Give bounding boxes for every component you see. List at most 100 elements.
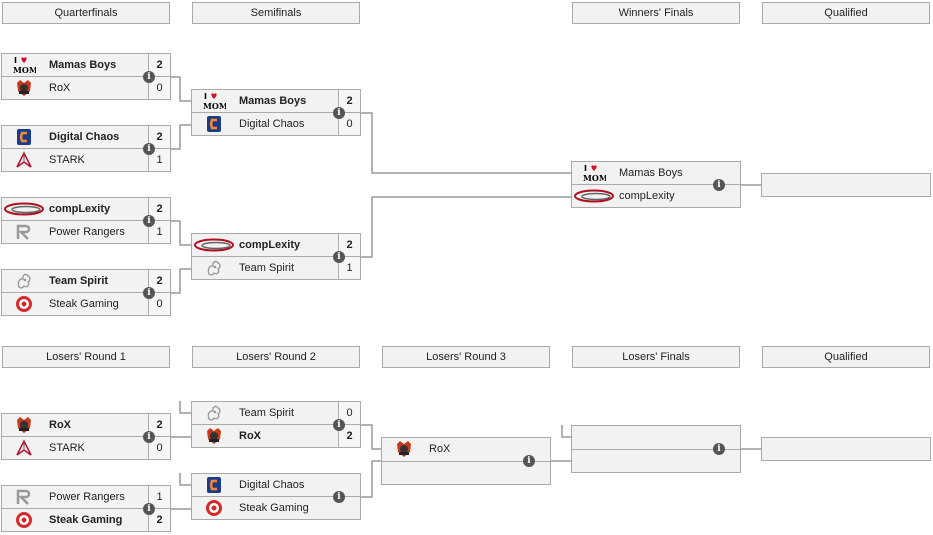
match-info-icon[interactable]: i: [143, 431, 155, 443]
svg-text:MOM: MOM: [203, 101, 226, 111]
digital-chaos-logo-icon: [194, 476, 234, 494]
match-info-icon[interactable]: i: [143, 287, 155, 299]
header-qualified-upper: Qualified: [762, 2, 930, 24]
team-score: 2: [148, 509, 170, 531]
team-slot[interactable]: Digital Chaos 2: [1, 125, 171, 149]
match-sf2: compLexity 2 Team Spirit 1: [191, 233, 361, 280]
team-spirit-logo-icon: [194, 259, 234, 277]
team-name: Digital Chaos: [49, 131, 120, 143]
match-lr1b: Power Rangers 1 Steak Gaming 2: [1, 485, 171, 532]
rox-logo-icon: [4, 416, 44, 434]
team-score: 2: [148, 198, 170, 220]
svg-text:I: I: [584, 164, 587, 173]
team-name: compLexity: [49, 203, 111, 215]
header-losers-finals: Losers' Finals: [572, 346, 740, 368]
team-slot[interactable]: Digital Chaos 0: [191, 112, 361, 136]
team-slot[interactable]: Steak Gaming: [191, 496, 361, 520]
team-slot[interactable]: STARK 0: [1, 436, 171, 460]
steak-gaming-logo-icon: [194, 499, 234, 517]
team-slot[interactable]: compLexity 2: [191, 233, 361, 257]
svg-text:I: I: [204, 92, 207, 101]
team-score: 0: [148, 437, 170, 459]
qualified-slot-lower[interactable]: [761, 437, 931, 461]
team-spirit-logo-icon: [194, 404, 234, 422]
team-slot[interactable]: RoX 2: [1, 413, 171, 437]
rox-logo-icon: [194, 427, 234, 445]
team-slot[interactable]: Steak Gaming 2: [1, 508, 171, 532]
header-losers-round-3: Losers' Round 3: [382, 346, 550, 368]
team-name: RoX: [429, 443, 451, 455]
team-name: Steak Gaming: [239, 502, 309, 514]
match-info-icon[interactable]: i: [143, 503, 155, 515]
match-losers-final: [571, 425, 741, 473]
svg-text:I: I: [14, 56, 17, 65]
header-winners-finals: Winners' Finals: [572, 2, 740, 24]
match-info-icon[interactable]: i: [333, 419, 345, 431]
match-lr2b: Digital Chaos Steak Gaming: [191, 473, 361, 520]
team-name: Team Spirit: [49, 275, 109, 287]
team-score: 0: [338, 113, 360, 135]
match-info-icon[interactable]: i: [523, 455, 535, 467]
team-slot[interactable]: RoX 2: [191, 424, 361, 448]
team-name: Mamas Boys: [49, 59, 117, 71]
rox-logo-icon: [384, 440, 424, 458]
steak-gaming-logo-icon: [4, 511, 44, 529]
team-slot[interactable]: Power Rangers 1: [1, 485, 171, 509]
team-score: 1: [148, 149, 170, 171]
team-slot[interactable]: Team Spirit 0: [191, 401, 361, 425]
match-lr3: RoX: [381, 437, 551, 485]
team-name: RoX: [49, 82, 71, 94]
team-name: compLexity: [619, 190, 675, 202]
team-name: Team Spirit: [239, 262, 295, 274]
team-slot[interactable]: [572, 426, 740, 450]
team-name: Power Rangers: [49, 491, 125, 503]
team-score: 2: [148, 126, 170, 148]
power-rangers-logo-icon: [4, 488, 44, 506]
rox-logo-icon: [4, 79, 44, 97]
stark-logo-icon: [4, 439, 44, 457]
match-info-icon[interactable]: i: [333, 251, 345, 263]
team-score: 2: [148, 270, 170, 292]
team-name: RoX: [49, 419, 71, 431]
team-score: 0: [148, 77, 170, 99]
team-slot[interactable]: Team Spirit 1: [191, 256, 361, 280]
match-info-icon[interactable]: i: [143, 215, 155, 227]
digital-chaos-logo-icon: [194, 115, 234, 133]
team-score: 2: [338, 425, 360, 447]
match-info-icon[interactable]: i: [143, 143, 155, 155]
digital-chaos-logo-icon: [4, 128, 44, 146]
match-qf4: Team Spirit 2 Steak Gaming 0: [1, 269, 171, 316]
match-info-icon[interactable]: i: [143, 71, 155, 83]
match-qf3: compLexity 2 Power Rangers 1: [1, 197, 171, 244]
team-name: Digital Chaos: [239, 118, 305, 130]
team-slot[interactable]: Steak Gaming 0: [1, 292, 171, 316]
svg-text:MOM: MOM: [583, 173, 606, 183]
complexity-logo-icon: [4, 200, 44, 218]
power-rangers-logo-icon: [4, 223, 44, 241]
match-lr2a: Team Spirit 0 RoX 2: [191, 401, 361, 448]
team-score: 1: [148, 221, 170, 243]
team-name: Steak Gaming: [49, 514, 123, 526]
team-name: RoX: [239, 430, 261, 442]
match-info-icon[interactable]: i: [333, 491, 345, 503]
header-qualified-lower: Qualified: [762, 346, 930, 368]
team-slot[interactable]: RoX: [382, 438, 550, 462]
match-info-icon[interactable]: i: [333, 107, 345, 119]
qualified-slot-upper[interactable]: [761, 173, 931, 197]
team-slot[interactable]: STARK 1: [1, 148, 171, 172]
team-slot[interactable]: RoX 0: [1, 76, 171, 100]
match-info-icon[interactable]: i: [713, 179, 725, 191]
team-slot[interactable]: compLexity: [571, 184, 741, 208]
match-info-icon[interactable]: i: [713, 443, 725, 455]
team-slot[interactable]: Power Rangers 1: [1, 220, 171, 244]
team-name: Mamas Boys: [239, 95, 307, 107]
match-qf2: Digital Chaos 2 STARK 1: [1, 125, 171, 172]
